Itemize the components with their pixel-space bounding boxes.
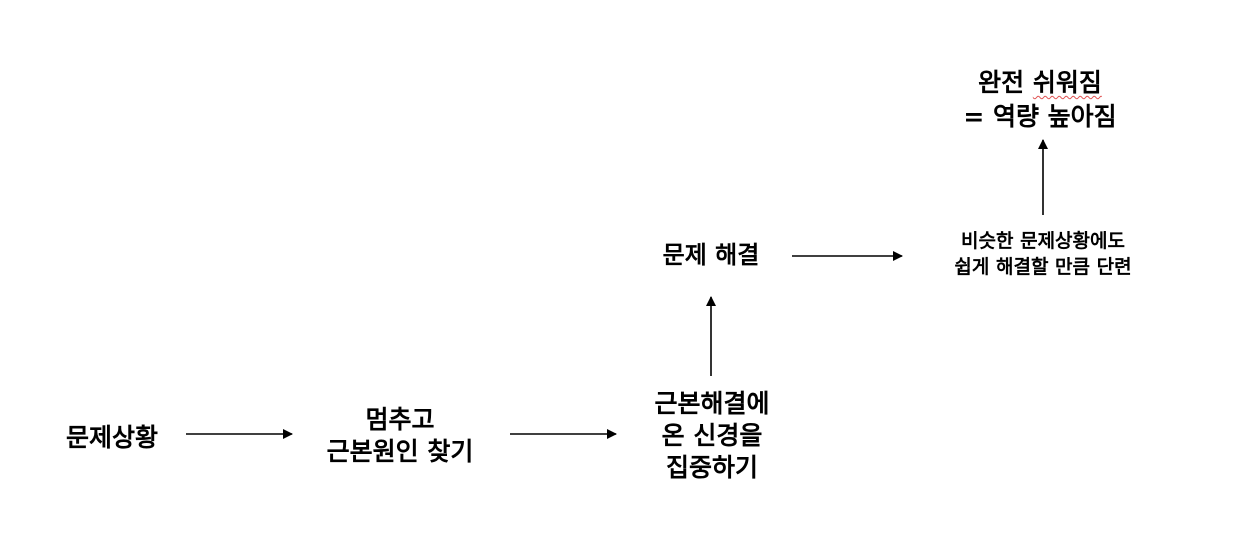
node-line: 쉽게 해결할 만큼 단련 [954, 256, 1132, 278]
node-line: = 역량 높아짐 [963, 102, 1117, 131]
node-stop-find-root-cause: 멈추고 근본원인 찾기 [300, 404, 500, 468]
node-line: 멈추고 [365, 405, 435, 434]
node-problem-solved: 문제 해결 [636, 240, 786, 270]
node-label: 문제 해결 [662, 241, 760, 269]
node-line: 근본원인 찾기 [326, 437, 474, 466]
node-line: 온 신경을 [661, 421, 763, 450]
node-line: 근본해결에 [654, 389, 770, 418]
node-text: 완전 [978, 68, 1033, 97]
node-line: 집중하기 [665, 453, 758, 482]
node-focus-root-solution: 근본해결에 온 신경을 집중하기 [632, 388, 792, 484]
node-problem-situation: 문제상황 [52, 422, 172, 453]
node-much-easier: 완전 쉬워짐 = 역량 높아짐 [930, 66, 1150, 134]
node-label: 문제상황 [65, 423, 158, 452]
node-line: 비슷한 문제상황에도 [961, 230, 1125, 252]
node-trained-for-similar: 비슷한 문제상황에도 쉽게 해결할 만큼 단련 [918, 228, 1168, 280]
spellcheck-underlined-text: 쉬워짐 [1032, 68, 1102, 97]
node-line: 완전 쉬워짐 [930, 66, 1150, 100]
